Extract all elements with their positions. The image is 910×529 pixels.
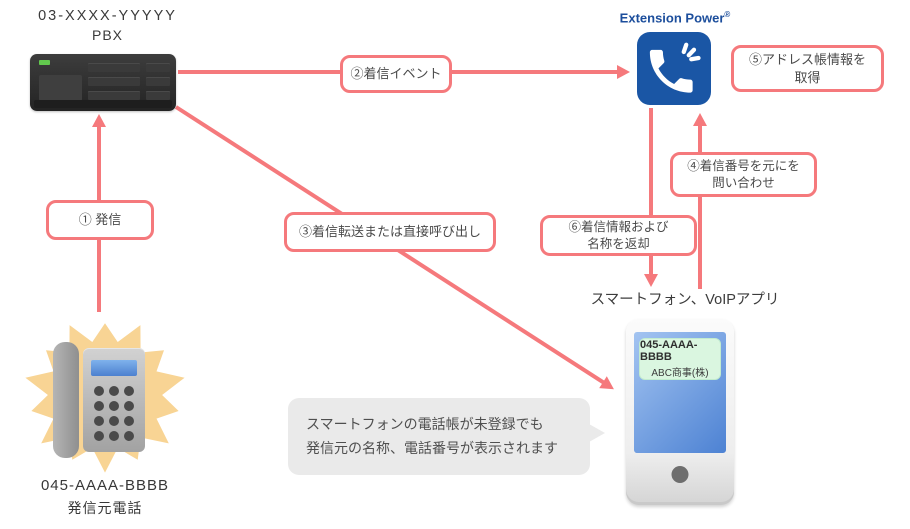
extension-power-app-icon: [637, 32, 711, 105]
smartphone-screen: 045-AAAA-BBBB ABC商事(株): [634, 332, 726, 453]
step4-label-box: ④着信番号を元にを 問い合わせ: [670, 152, 817, 197]
step5-label-box: ⑤アドレス帳情報を 取得: [731, 45, 884, 92]
home-button-icon: [671, 466, 689, 483]
pbx-device-icon: [30, 54, 176, 111]
registered-mark: ®: [724, 10, 731, 19]
step5-label-line2: 取得: [794, 69, 821, 85]
step3-label: ③着信転送または直接呼び出し: [298, 224, 481, 240]
pbx-panel: [39, 75, 82, 101]
pbx-vent: [146, 63, 170, 72]
caller-name-label: 発信元電話: [67, 500, 143, 516]
popup-number-label: 045-AAAA-BBBB: [640, 339, 698, 363]
step5-label-line1: ⑤アドレス帳情報を: [748, 51, 866, 67]
arrow-step6-return-icon: [644, 108, 658, 287]
extension-power-brand-label: Extension Power: [619, 10, 725, 26]
smartphone-caption: スマートフォン、VoIPアプリ: [590, 292, 780, 308]
arrowhead-right-icon: [599, 376, 618, 396]
step6-label-line1: ⑥着信情報および: [568, 219, 669, 234]
step1-label: ① 発信: [78, 212, 122, 228]
pbx-vent: [88, 63, 140, 72]
step6-label-box: ⑥着信情報および 名称を返却: [540, 215, 697, 256]
phone-handset-icon: [53, 342, 79, 458]
arrowhead-up-icon: [693, 113, 707, 126]
speech-bubble: スマートフォンの電話帳が未登録でも 発信元の名称、電話番号が表示されます: [288, 398, 605, 475]
caller-phone-group: [20, 315, 190, 480]
step2-label: ②着信イベント: [350, 66, 442, 82]
caller-number-label: 045-AAAA-BBBB: [40, 477, 170, 494]
pbx-vent: [146, 91, 170, 100]
arrowhead-right-icon: [617, 65, 630, 79]
step1-label-box: ① 発信: [46, 200, 154, 240]
pbx-vent: [146, 77, 170, 86]
step6-label-line2: 名称を返却: [587, 236, 650, 251]
caller-caption: 045-AAAA-BBBB 発信元電話: [15, 477, 195, 518]
note-line2: 発信元の名称、電話番号が表示されます: [306, 439, 558, 456]
bubble-pointer-icon: [589, 424, 605, 442]
caller-id-popup: 045-AAAA-BBBB ABC商事(株): [639, 338, 721, 380]
extension-power-logo: Extension Power®: [605, 10, 745, 25]
phone-display: [91, 360, 137, 376]
pbx-vent: [88, 77, 140, 86]
pbx-led: [39, 60, 50, 65]
pbx-number-label: 03-XXXX-YYYYY: [38, 8, 177, 24]
smartphone-icon: 045-AAAA-BBBB ABC商事(株): [626, 319, 734, 505]
pbx-label: 03-XXXX-YYYYY PBX: [20, 8, 195, 43]
phone-keypad: [91, 386, 137, 441]
arrow-step4-query-icon: [693, 113, 707, 289]
pbx-base: [34, 100, 172, 108]
step2-label-box: ②着信イベント: [340, 55, 452, 93]
pbx-name-label: PBX: [91, 27, 123, 43]
arrowhead-up-icon: [92, 114, 106, 127]
step4-label-line1: ④着信番号を元にを: [687, 158, 800, 173]
popup-name-label: ABC商事(株): [651, 368, 709, 379]
step4-label-line2: 問い合わせ: [712, 175, 775, 190]
pbx-vent: [88, 91, 140, 100]
step3-label-box: ③着信転送または直接呼び出し: [284, 212, 496, 252]
desk-phone-icon: [83, 348, 145, 452]
note-line1: スマートフォンの電話帳が未登録でも: [306, 416, 544, 432]
phone-call-icon: [649, 42, 701, 93]
arrowhead-down-icon: [644, 274, 658, 287]
sound-waves-icon: [681, 42, 701, 61]
